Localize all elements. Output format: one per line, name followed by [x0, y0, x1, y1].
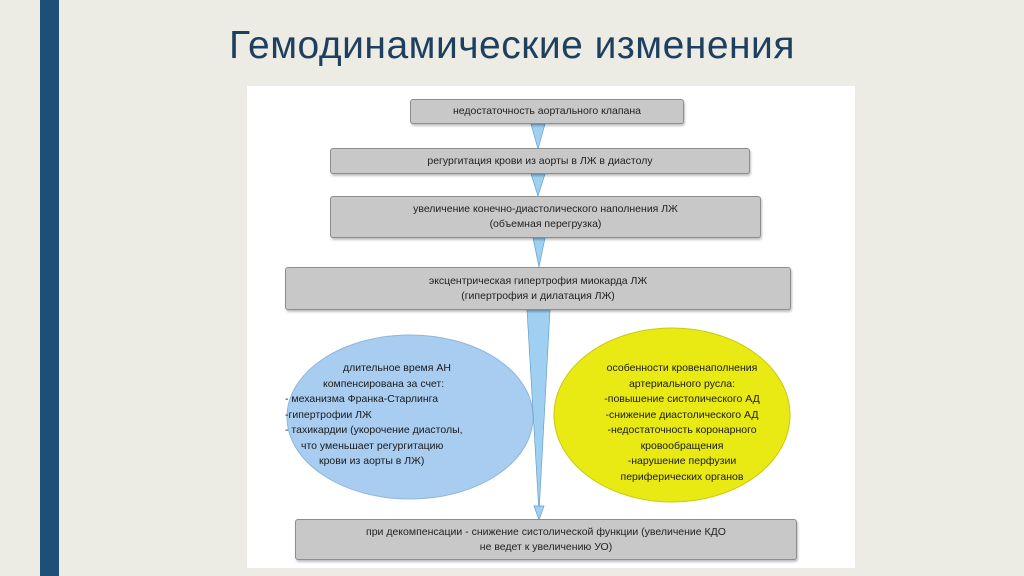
- ellipse-line: -недостаточность коронарного: [607, 424, 757, 436]
- ellipse-line: -гипертрофии ЛЖ: [285, 408, 372, 421]
- ellipse-line: -нарушение перфузии: [627, 455, 737, 467]
- arrow-1: [530, 123, 546, 151]
- arrow-2: [530, 173, 546, 198]
- box-edv-increase: увеличение конечно-диастолического напол…: [330, 196, 761, 238]
- ellipse-line: что уменьшает регургитацию: [301, 439, 444, 452]
- long-arrow: [526, 309, 551, 514]
- box-aortic-insufficiency: недостаточность аортального клапана: [410, 99, 684, 124]
- sidebar-accent-bar: [40, 0, 59, 576]
- right-ellipse-text: особенности кровенаполнения артериальног…: [592, 361, 772, 485]
- ellipse-line: длительное время АН: [343, 362, 451, 374]
- box-text: (гипертрофия и дилатация ЛЖ): [461, 289, 615, 302]
- ellipse-line: особенности кровенаполнения: [606, 362, 758, 374]
- box-decompensation: при декомпенсации - снижение систолическ…: [295, 519, 797, 560]
- box-text: не ведет к увеличению УО): [479, 540, 613, 553]
- box-text: регургитация крови из аорты в ЛЖ в диаст…: [427, 154, 653, 167]
- box-regurgitation: регургитация крови из аорты в ЛЖ в диаст…: [330, 148, 750, 174]
- ellipse-line: артериального русла:: [628, 377, 736, 390]
- box-text: недостаточность аортального клапана: [452, 105, 642, 117]
- right-ellipse-shape: [553, 327, 791, 503]
- ellipse-line: - механизма Франка-Старлинга: [285, 393, 439, 405]
- box-text: при декомпенсации - снижение систолическ…: [366, 525, 726, 538]
- ellipse-line: кровообращения: [640, 439, 724, 452]
- box-text: эксцентрическая гипертрофия миокарда ЛЖ: [428, 274, 648, 287]
- arrow-3: [532, 237, 546, 268]
- ellipse-line: компенсирована за счет:: [323, 377, 445, 390]
- flowchart-panel: недостаточность аортального клапана регу…: [247, 86, 855, 568]
- flowchart-graphics: [286, 123, 791, 522]
- box-text: увеличение конечно-диастолического напол…: [413, 203, 678, 215]
- ellipse-line: крови из аорты в ЛЖ): [319, 455, 425, 467]
- box-text: (объемная перегрузка): [489, 218, 602, 230]
- bottom-arrow: [533, 505, 545, 522]
- ellipse-line: -повышение систолического АД: [604, 393, 760, 405]
- slide-title: Гемодинамические изменения: [229, 24, 795, 67]
- ellipse-line: - тахикардии (укорочение диастолы,: [285, 424, 463, 436]
- box-eccentric-hypertrophy: эксцентрическая гипертрофия миокарда ЛЖ …: [285, 267, 791, 310]
- left-ellipse-text: длительное время АН компенсирована за сч…: [281, 361, 531, 470]
- ellipse-line: периферических органов: [620, 470, 744, 483]
- ellipse-line: -снижение диастолического АД: [605, 408, 759, 421]
